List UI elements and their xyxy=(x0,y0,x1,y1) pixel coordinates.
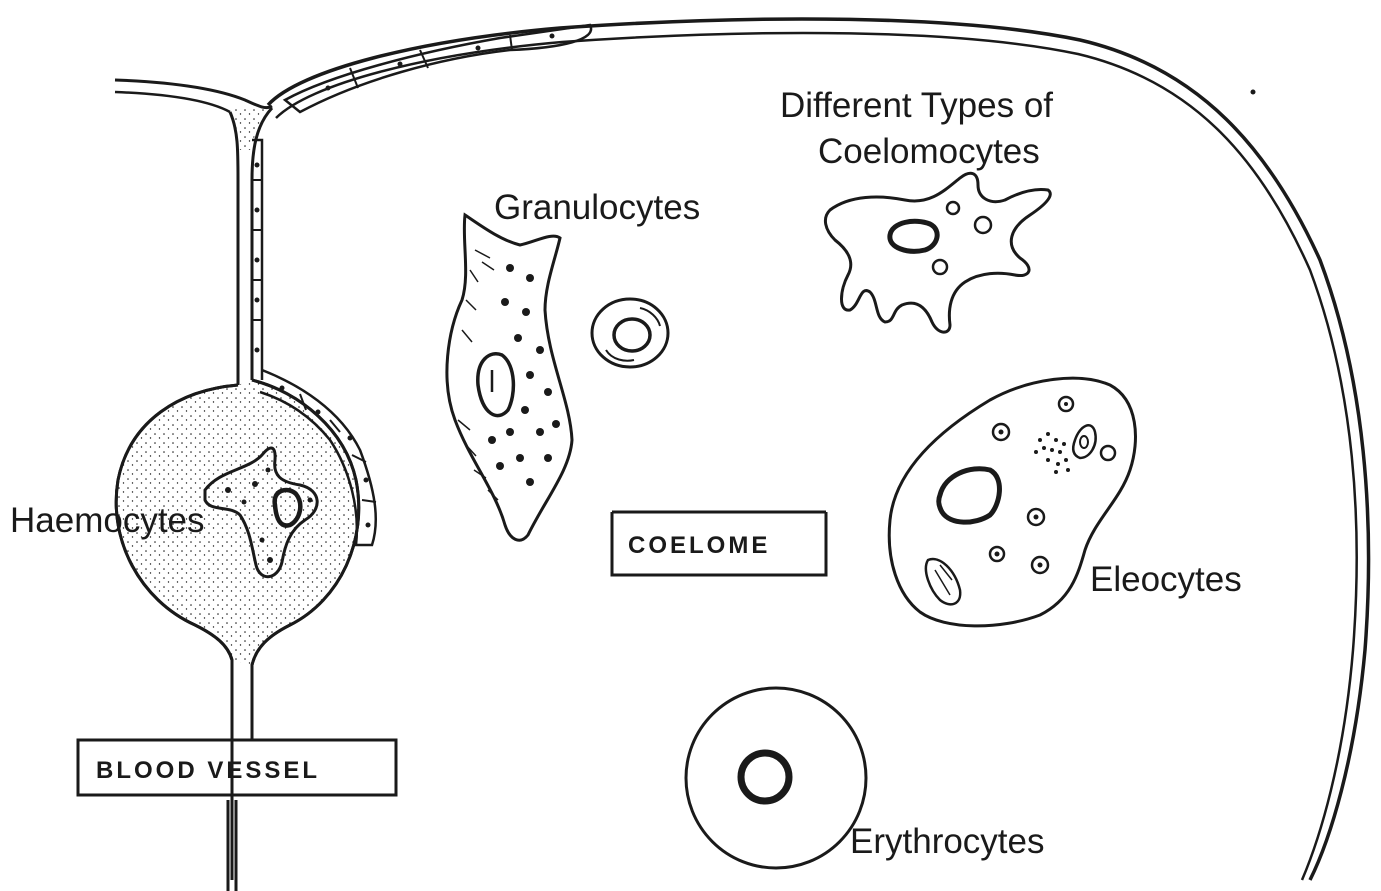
stray-mark xyxy=(1251,90,1256,95)
peritoneal-epithelium xyxy=(285,25,591,112)
erythrocyte-cell xyxy=(686,688,866,868)
granulocytes-label: Granulocytes xyxy=(494,188,700,227)
granule-cluster xyxy=(1034,432,1070,474)
coelomocytes-label-line2: Coelomocytes xyxy=(818,132,1040,171)
blood-vessel-box: BLOOD VESSEL xyxy=(78,740,396,795)
granules xyxy=(488,264,560,486)
fat-droplets xyxy=(990,397,1115,573)
erythrocytes-label: Erythrocytes xyxy=(850,822,1045,861)
haemocytes-label: Haemocytes xyxy=(10,501,205,540)
small-round-cell xyxy=(592,299,668,367)
eleocytes-label: Eleocytes xyxy=(1090,560,1242,599)
coelome-label: COELOME xyxy=(628,532,770,559)
blood-vessel-label: BLOOD VESSEL xyxy=(96,757,320,784)
coelomocytes-label-line1: Different Types of xyxy=(780,86,1053,125)
granulocyte-cell xyxy=(447,215,572,540)
coelome-box: COELOME xyxy=(612,512,826,575)
amoebocyte-cell xyxy=(825,173,1050,332)
